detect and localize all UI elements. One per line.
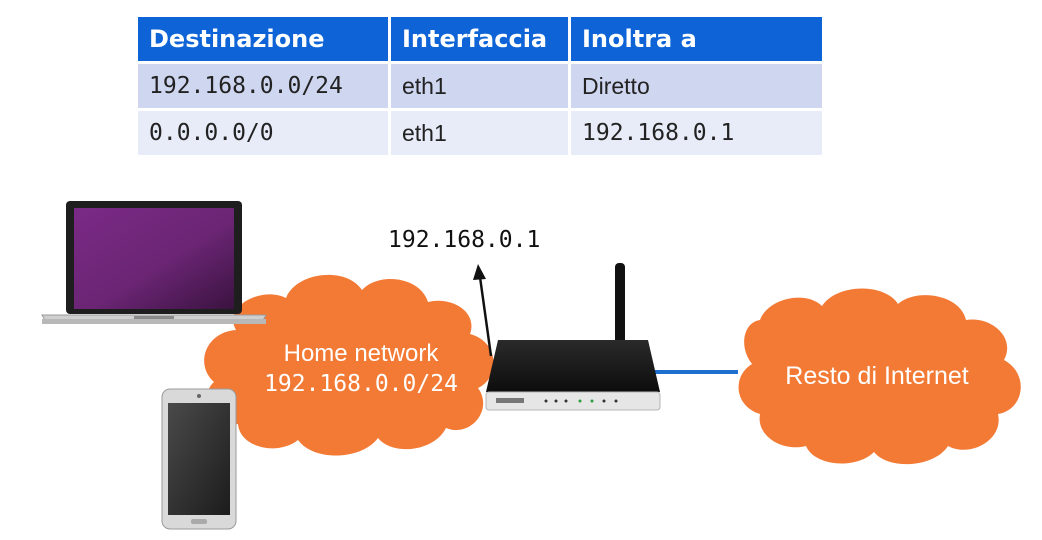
routing-table: Destinazione Interfaccia Inoltra a 192.1… [138, 17, 822, 155]
cell-destination: 0.0.0.0/0 [138, 111, 388, 155]
gateway-arrow [473, 264, 493, 357]
cell-interface: eth1 [388, 64, 568, 111]
cell-next-hop: 192.168.0.1 [568, 111, 822, 155]
internet-cloud [738, 288, 1021, 465]
router-icon [485, 263, 661, 411]
table-header-row: Destinazione Interfaccia Inoltra a [138, 17, 822, 64]
router-ip-label: 192.168.0.1 [388, 227, 541, 253]
table-row: 192.168.0.0/24 eth1 Diretto [138, 64, 822, 111]
internet-label: Resto di Internet [785, 362, 969, 390]
home-network-cloud [204, 274, 494, 456]
home-network-name: Home network [283, 340, 439, 367]
cell-destination: 192.168.0.0/24 [138, 64, 388, 111]
header-inoltra-a: Inoltra a [568, 17, 822, 64]
smartphone-icon [161, 388, 237, 530]
header-interfaccia: Interfaccia [388, 17, 568, 64]
cell-next-hop: Diretto [568, 64, 822, 111]
cell-interface: eth1 [388, 111, 568, 155]
table-row: 0.0.0.0/0 eth1 192.168.0.1 [138, 111, 822, 155]
laptop-icon [41, 201, 267, 324]
header-destinazione: Destinazione [138, 17, 388, 64]
home-network-subnet: 192.168.0.0/24 [264, 371, 458, 397]
